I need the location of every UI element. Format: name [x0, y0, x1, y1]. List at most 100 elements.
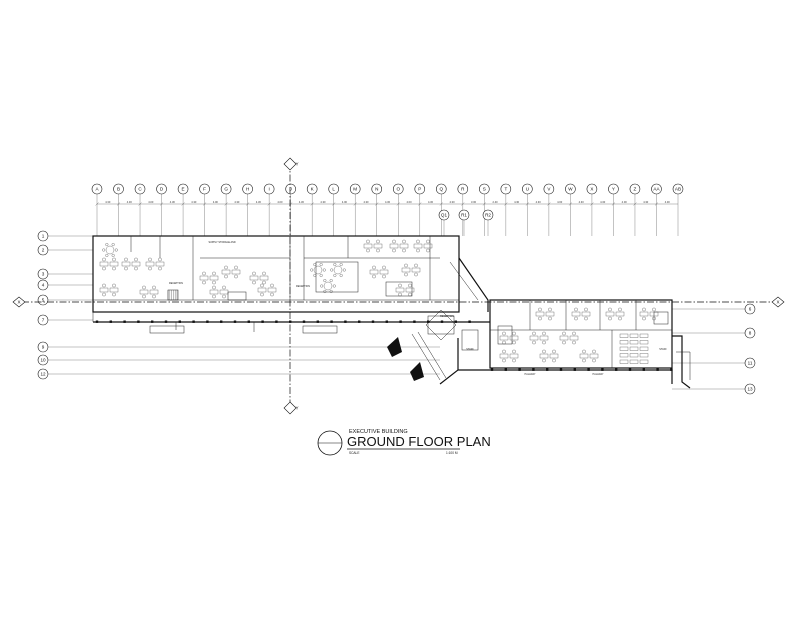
row-bubble-7: 7 — [37, 314, 49, 326]
dimension-label: 4.30 — [299, 200, 305, 204]
entrance — [387, 309, 457, 381]
facade-column — [427, 320, 430, 323]
axis-x: X X — [12, 296, 785, 308]
grid-bubble-t: T — [500, 183, 512, 195]
room-label-5: HALLWAY — [525, 373, 536, 376]
facade-column — [504, 368, 507, 371]
facade-column — [316, 320, 319, 323]
row-bubble-4: 4 — [37, 279, 49, 291]
workstation — [499, 331, 519, 345]
grid-bubble-z: Z — [629, 183, 641, 195]
meeting-table — [102, 243, 118, 257]
furniture — [99, 239, 659, 364]
svg-text:7: 7 — [42, 318, 45, 323]
svg-text:N: N — [375, 187, 378, 192]
svg-text:E: E — [182, 187, 185, 192]
svg-text:B: B — [117, 187, 120, 192]
facade-column — [220, 320, 223, 323]
svg-text:13: 13 — [747, 387, 753, 392]
workstation — [199, 271, 219, 285]
facade-column — [385, 320, 388, 323]
facade-column — [440, 320, 444, 323]
dimension-label: 4.30 — [450, 200, 456, 204]
workstation — [99, 257, 119, 271]
dimension-label: 4.30 — [256, 200, 262, 204]
svg-text:K: K — [311, 187, 315, 192]
left-wing — [92, 235, 490, 323]
facade-column — [151, 320, 154, 323]
svg-text:R1: R1 — [461, 213, 467, 218]
grid-bubble-n: N — [371, 183, 383, 195]
facade-column — [95, 320, 99, 323]
facade-column — [573, 368, 576, 371]
facade-column — [628, 368, 632, 371]
grid-bubble-s: S — [479, 183, 490, 195]
grid-bubble-o: O — [392, 183, 404, 195]
dimension-label: 4.30 — [170, 200, 176, 204]
workstation — [579, 349, 599, 363]
facade-column — [233, 320, 237, 323]
sub-grid-bubble-r2: R2 — [482, 209, 494, 221]
facade-column — [275, 320, 278, 323]
svg-text:A: A — [95, 187, 99, 192]
workstation — [99, 283, 119, 297]
facade-column — [546, 368, 549, 371]
svg-text:S: S — [483, 187, 486, 192]
facade-column — [330, 320, 333, 323]
svg-text:9: 9 — [42, 345, 45, 350]
seat-row — [629, 333, 639, 338]
workstation — [257, 283, 277, 297]
seat-row — [629, 353, 639, 358]
row-bubble-5: 5 — [37, 294, 49, 306]
workstation — [389, 239, 409, 253]
axis-y-bottom-marker: Y — [283, 401, 299, 415]
svg-text:P: P — [418, 187, 421, 192]
svg-text:T: T — [504, 187, 507, 192]
svg-text:Y: Y — [612, 187, 615, 192]
axis-x-right-marker: X — [771, 296, 785, 308]
grid-bubble-p: P — [414, 183, 426, 195]
planter-marker-1 — [387, 337, 402, 357]
facade-column — [358, 320, 361, 323]
workstation — [529, 331, 549, 345]
facade-column — [615, 368, 618, 371]
workstation — [145, 257, 165, 271]
grid-bubble-f: F — [199, 183, 210, 195]
row-bubble-12: 12 — [37, 368, 49, 380]
workstation — [401, 263, 421, 277]
svg-text:12: 12 — [40, 372, 46, 377]
dimension-label: 4.30 — [385, 200, 391, 204]
dimension-label: 4.30 — [127, 200, 133, 204]
workstation — [121, 257, 141, 271]
svg-text:Y: Y — [295, 162, 298, 167]
dimension-label: 4.30 — [579, 200, 585, 204]
seat-row — [629, 359, 639, 364]
room-label-2: RECEPTION — [169, 282, 183, 285]
facade-column — [518, 368, 521, 371]
svg-text:J: J — [290, 187, 292, 192]
svg-text:M: M — [353, 187, 357, 192]
grid-bubble-aa: AA — [651, 183, 662, 195]
grid-bubble-k: K — [306, 183, 318, 195]
dimension-label: 2.40 — [493, 200, 499, 204]
svg-text:D: D — [160, 187, 164, 192]
facade-column — [601, 368, 604, 371]
seat-row — [639, 359, 649, 364]
grid-bubble-v: V — [543, 183, 555, 195]
workstation — [413, 239, 433, 253]
grid-bubble-r: R — [457, 183, 469, 195]
facade-column — [178, 320, 181, 323]
row-bubble-13: 13 — [744, 383, 756, 395]
row-bubble-2: 2 — [37, 244, 49, 256]
front-paving — [149, 322, 338, 334]
grid-bubble-j: J — [285, 183, 296, 195]
grid-bubble-d: D — [156, 183, 167, 195]
svg-text:11: 11 — [748, 361, 753, 366]
seat-row — [639, 353, 649, 358]
workstation — [559, 331, 579, 345]
svg-text:4: 4 — [42, 283, 45, 288]
